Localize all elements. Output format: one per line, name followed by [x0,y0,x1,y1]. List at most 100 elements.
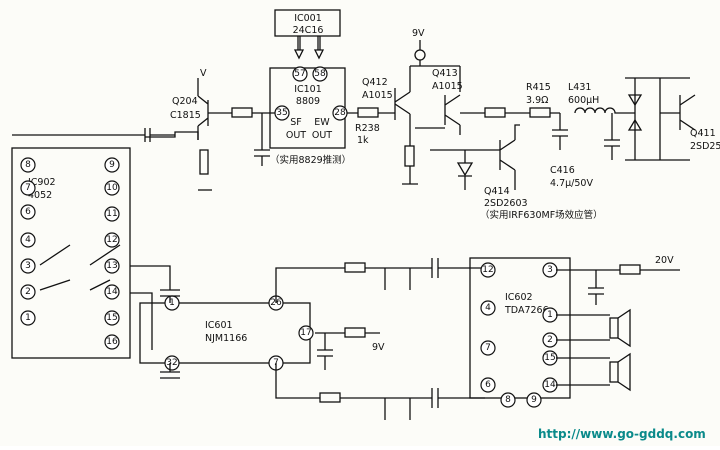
ic902-pin-2-label: 2 [25,287,31,297]
supply-node [414,49,426,61]
q411-name: Q411 [690,128,716,139]
ic601-out-top-wire [275,267,485,303]
q414-name: Q414 [484,186,510,197]
ic101-pin-57-label: 57 [294,69,305,79]
q412-ground [402,135,418,185]
ic902-pin-12-label: 12 [106,235,117,245]
ic902-pin-1 [20,310,36,326]
r415-body [529,107,551,118]
ic602-part: TDA7266 [504,305,549,316]
ic602-pin-3-label: 3 [547,265,553,275]
ic902-pin-6-label: 6 [25,207,31,217]
q412-symbol [394,40,461,135]
ic601-pin-17 [298,325,314,341]
ic902-part: 4052 [28,190,52,201]
ic602-pin-12-label: 12 [482,265,493,275]
q204-load [199,149,209,175]
speaker-right [609,361,619,383]
q413-name: Q413 [432,68,458,79]
l431-value: 600μH [568,95,599,106]
ic902-pin-14-label: 14 [106,287,118,297]
ic902-pin-3 [20,258,36,274]
ic601-supply: 9V [372,342,385,353]
speaker-cones [617,308,631,392]
ic902-pin-4-label: 4 [25,235,31,245]
ic101-pin-57 [292,66,308,82]
ic602-pin-15-label: 15 [544,353,555,363]
q413-symbol [415,94,461,135]
q414-part: 2SD2603 [484,198,528,209]
ic902-pin-14 [104,284,120,300]
ic902-body [11,147,131,359]
amp-supply: 20V [655,255,674,266]
sf-cap [254,113,270,166]
ic001-body [274,9,341,37]
ic902-pin-11-label: 11 [106,209,117,219]
diode-1 [627,94,643,107]
ic001-name: IC001 [294,13,322,24]
ic601-out-bottom-wire [275,363,485,399]
ic101-part: 8809 [296,96,320,107]
ic101-name: IC101 [294,84,322,95]
ic601-part: NJM1166 [205,333,247,344]
ic602-pin-1-label: 1 [547,310,553,320]
ic101-sf-label: SF [290,117,302,128]
q413-part: A1015 [432,81,463,92]
ic602-body [469,257,571,399]
r238-name: R238 [355,123,380,134]
ic902-switches [39,244,121,291]
ic602-name: IC602 [505,292,533,303]
ic902-pin-9 [104,157,120,173]
ic902-pin-8-label: 8 [25,160,31,170]
ic101-pin-58 [312,66,328,82]
q411-part: 2SD25 [690,141,720,152]
ic902-input-cap [12,128,175,142]
out-bottom-cap [431,388,439,408]
ic902-pin-11 [104,206,120,222]
q412-part: A1015 [362,90,393,101]
q204-base-resistor [231,107,253,118]
ic902-pin-15 [104,310,120,326]
ic902-pin-1-label: 1 [25,313,31,323]
r238-body [357,107,379,118]
ic601-decoupling-cap [317,333,333,370]
ic902-pin-3-label: 3 [25,261,31,271]
q204-part: C1815 [170,110,201,121]
out-bottom-resistor [319,392,341,403]
diode-2 [627,118,643,131]
ic602-pin-7 [480,340,496,356]
q411-symbol [660,94,696,131]
ic101-pin-28-label: 28 [334,108,346,118]
q414-symbol [430,124,520,190]
ic902-pin-16-label: 16 [106,337,118,347]
q204-output-wire [145,131,199,140]
ic601-input-cap-top [130,265,180,303]
ic601-input-cap-bottom [130,292,180,379]
speaker-left [609,317,619,339]
filter-cap [604,113,620,160]
r415-value: 3.9Ω [526,95,548,106]
c416-symbol [552,113,568,150]
ic602-pin-8 [500,392,516,408]
zener-diode [456,162,474,177]
l431-coil [574,107,635,114]
ic902-pin-16 [104,334,120,350]
l431-name: L431 [568,82,591,93]
ic902-pin-7-label: 7 [25,183,31,193]
ic101-out2-label: OUT [312,130,332,141]
ic902-pin-12 [104,232,120,248]
filter-stubs [384,268,411,420]
ic601-pin-32 [164,355,180,371]
q414-note: （实用IRF630MF场效应管） [480,209,603,221]
ic602-pin-14-label: 14 [544,380,556,390]
ic602-pin-8-label: 8 [505,395,511,405]
ic902-pin-4 [20,232,36,248]
ic902-pin-10 [104,180,120,196]
speaker-wires [556,314,610,386]
ic602-pin-4 [480,300,496,316]
ic902-pin-6 [20,204,36,220]
ic101-ew-label: EW [314,117,330,128]
bus-arrow-b [313,49,325,60]
